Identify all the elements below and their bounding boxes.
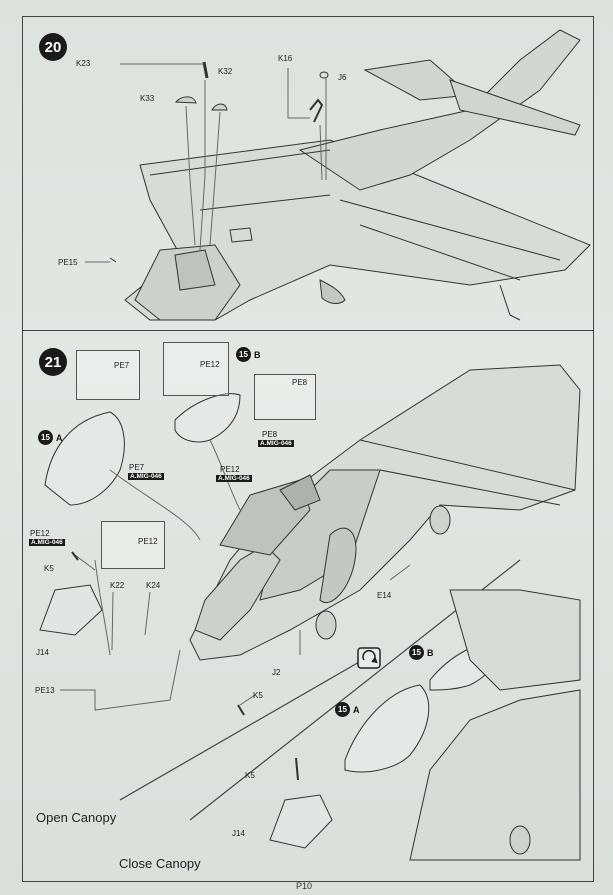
caption-open-canopy: Open Canopy <box>36 810 117 825</box>
tag-mig-pe7: A.MIG-046 <box>128 473 164 480</box>
label-k22: K22 <box>110 581 125 590</box>
inset-pe8 <box>254 374 316 420</box>
step-21-number: 21 <box>39 348 67 376</box>
caption-close-canopy: Close Canopy <box>119 856 201 871</box>
label-pe12-inset-left: PE12 <box>138 537 158 546</box>
tag-mig-pe12: A.MIG-046 <box>216 475 252 482</box>
ref-step15-b-close: 15 B <box>409 645 434 660</box>
label-k24: K24 <box>146 581 161 590</box>
ref-step-number: 15 <box>236 347 251 362</box>
label-k5-top: K5 <box>44 564 54 573</box>
step-20-number: 20 <box>39 33 67 61</box>
tag-mig-pe12-left: A.MIG-046 <box>29 539 65 546</box>
label-j6: J6 <box>338 73 347 82</box>
label-pe8-inset: PE8 <box>292 378 308 387</box>
page-number: P10 <box>296 881 313 891</box>
inset-pe7 <box>76 350 140 400</box>
label-pe12-mid: PE12 <box>220 465 240 474</box>
label-j2: J2 <box>272 668 281 677</box>
label-k16: K16 <box>278 54 293 63</box>
label-k5-bottom: K5 <box>245 771 255 780</box>
label-j14-bottom: J14 <box>232 829 245 838</box>
step-divider <box>22 330 594 331</box>
ref-step15-b: 15 B <box>236 347 261 362</box>
ref-step-letter: A <box>56 432 63 443</box>
label-pe15: PE15 <box>58 258 78 267</box>
ref-step15-a-close: 15 A <box>335 702 360 717</box>
inset-pe12-top <box>163 342 229 396</box>
label-k33: K33 <box>140 94 155 103</box>
step20-aircraft-drawing <box>85 29 591 321</box>
label-pe7-inset: PE7 <box>114 361 130 370</box>
page-frame <box>22 16 594 882</box>
ref-step-number: 15 <box>409 645 424 660</box>
label-pe13: PE13 <box>35 686 55 695</box>
ref-step-letter: A <box>353 704 360 715</box>
ref-step-number: 15 <box>38 430 53 445</box>
label-k5-mid: K5 <box>253 691 263 700</box>
tag-mig-pe8: A.MIG-046 <box>258 440 294 447</box>
label-k32: K32 <box>218 67 233 76</box>
label-pe7: PE7 <box>129 463 145 472</box>
label-pe12-left: PE12 <box>30 529 50 538</box>
label-j14-top: J14 <box>36 648 49 657</box>
rotate-view-icon <box>357 647 381 669</box>
label-pe12-inset-top: PE12 <box>200 360 220 369</box>
ref-step-number: 15 <box>335 702 350 717</box>
label-pe8: PE8 <box>262 430 278 439</box>
step21-aircraft-drawing <box>39 364 581 861</box>
ref-step-letter: B <box>254 349 261 360</box>
ref-step15-a: 15 A <box>38 430 63 445</box>
inset-pe12-left <box>101 521 165 569</box>
label-e14: E14 <box>377 591 392 600</box>
label-k23: K23 <box>76 59 91 68</box>
ref-step-letter: B <box>427 647 434 658</box>
